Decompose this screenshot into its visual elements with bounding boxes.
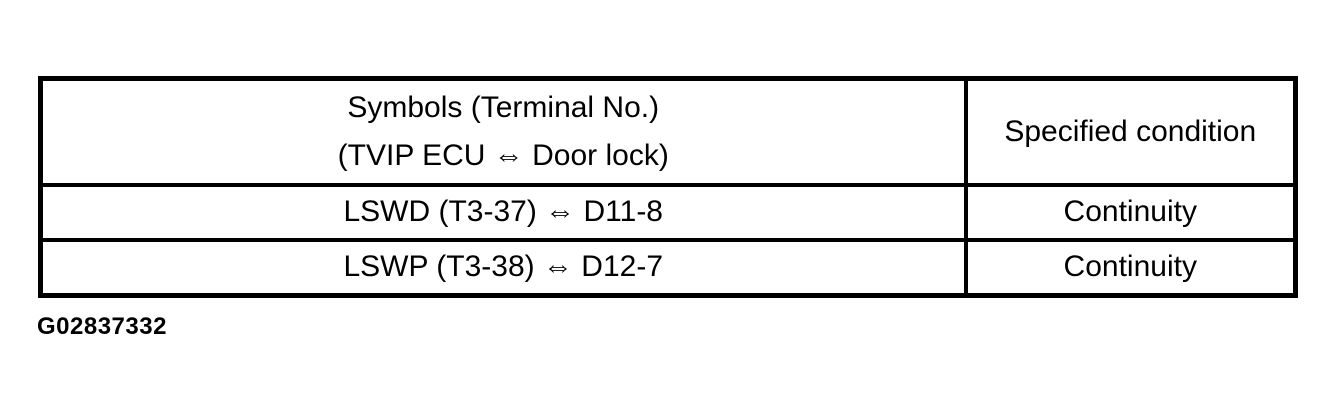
table-row: LSWD (T3-37) ⇔ D11-8 Continuity	[38, 183, 1298, 242]
condition-cell: Continuity	[963, 238, 1298, 298]
table-header-row: Symbols (Terminal No.) (TVIP ECU ⇔ Door …	[38, 76, 1298, 187]
symbols-cell: LSWP (T3-38) ⇔ D12-7	[38, 238, 968, 298]
column-header-symbols: Symbols (Terminal No.) (TVIP ECU ⇔ Door …	[38, 76, 968, 187]
symbols-cell: LSWD (T3-37) ⇔ D11-8	[38, 183, 968, 242]
condition-cell: Continuity	[963, 183, 1298, 242]
symbols-header-line-1: Symbols (Terminal No.)	[347, 91, 660, 124]
specified-condition-table: Symbols (Terminal No.) (TVIP ECU ⇔ Door …	[38, 76, 1298, 298]
symbols-header-line-2: (TVIP ECU ⇔ Door lock)	[337, 139, 669, 172]
column-header-specified-condition: Specified condition	[963, 76, 1298, 187]
figure-id-label: G02837332	[37, 313, 167, 340]
table-row: LSWP (T3-38) ⇔ D12-7 Continuity	[38, 238, 1298, 298]
